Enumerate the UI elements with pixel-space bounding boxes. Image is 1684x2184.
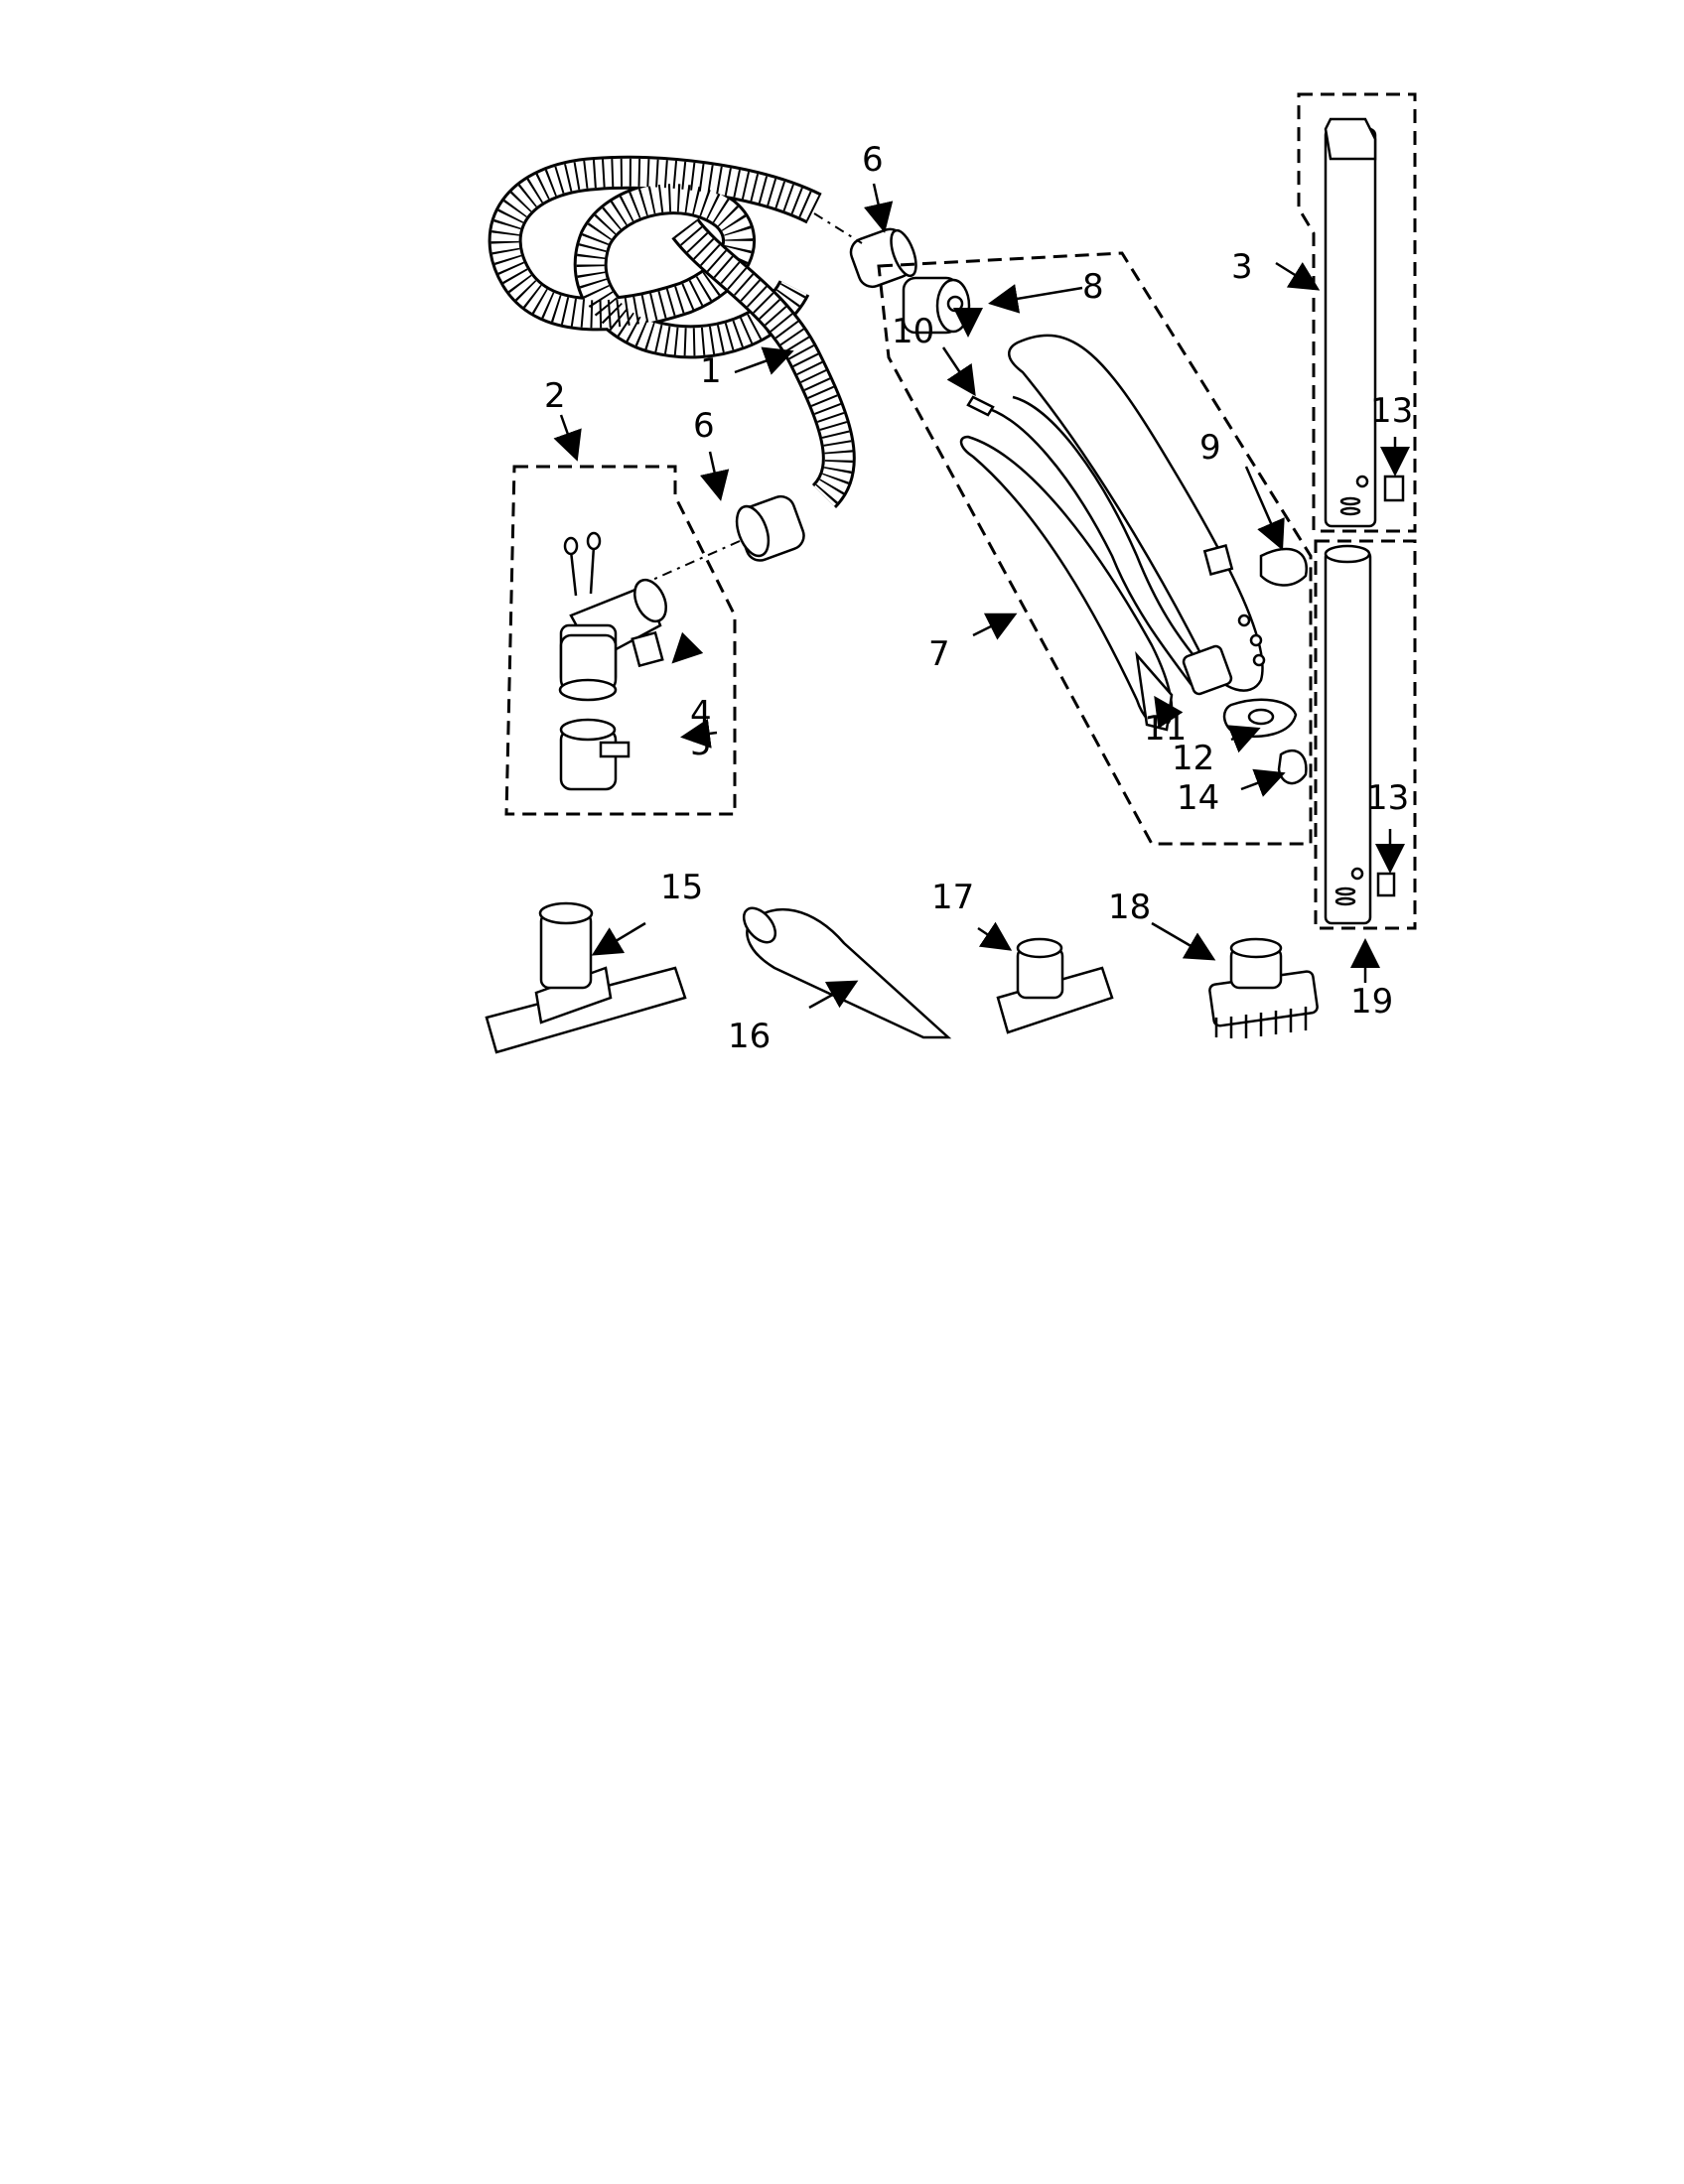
hose-cuff-lower (649, 494, 805, 582)
button-part (1277, 749, 1308, 785)
part-label-10: 10 (892, 312, 934, 351)
switch-cover-part (1259, 547, 1309, 587)
crevice-tool-part (742, 906, 952, 1039)
wand-upper-box (1297, 92, 1417, 533)
wand-button-lower (1376, 872, 1396, 897)
part-label-19: 19 (1350, 982, 1393, 1022)
part-label-13-upper: 13 (1370, 391, 1413, 431)
part-label-9: 9 (1199, 428, 1221, 468)
part-label-12: 12 (1172, 739, 1214, 778)
part-label-16: 16 (728, 1017, 771, 1056)
part-label-6-lower: 6 (693, 406, 715, 446)
part-label-15: 15 (660, 868, 703, 907)
part-label-4: 4 (690, 694, 712, 734)
dusting-brush-part (1208, 937, 1319, 1038)
upholstery-tool-part (996, 937, 1114, 1034)
part-label-3: 3 (1231, 247, 1253, 287)
swivel-clip-part (631, 630, 664, 668)
part-label-13-lower: 13 (1366, 778, 1409, 818)
hose-part (488, 155, 856, 509)
hose-cuff-upper (813, 212, 917, 289)
part-label-7: 7 (928, 634, 950, 674)
part-label-18: 18 (1108, 887, 1151, 927)
handle-assembly-box (877, 251, 1313, 846)
part-label-5: 5 (690, 724, 712, 763)
part-label-14: 14 (1177, 778, 1219, 818)
floor-tool-part (485, 901, 687, 1054)
swivel-assembly-box (504, 465, 737, 816)
part-label-17: 17 (931, 878, 974, 917)
part-label-8: 8 (1082, 267, 1104, 307)
wand-lower-box (1314, 539, 1417, 930)
part-label-2: 2 (544, 376, 566, 416)
part-label-1: 1 (700, 351, 722, 391)
part-label-6-upper: 6 (862, 140, 884, 180)
part-label-11: 11 (1144, 709, 1187, 749)
wand-button-upper (1383, 475, 1405, 502)
